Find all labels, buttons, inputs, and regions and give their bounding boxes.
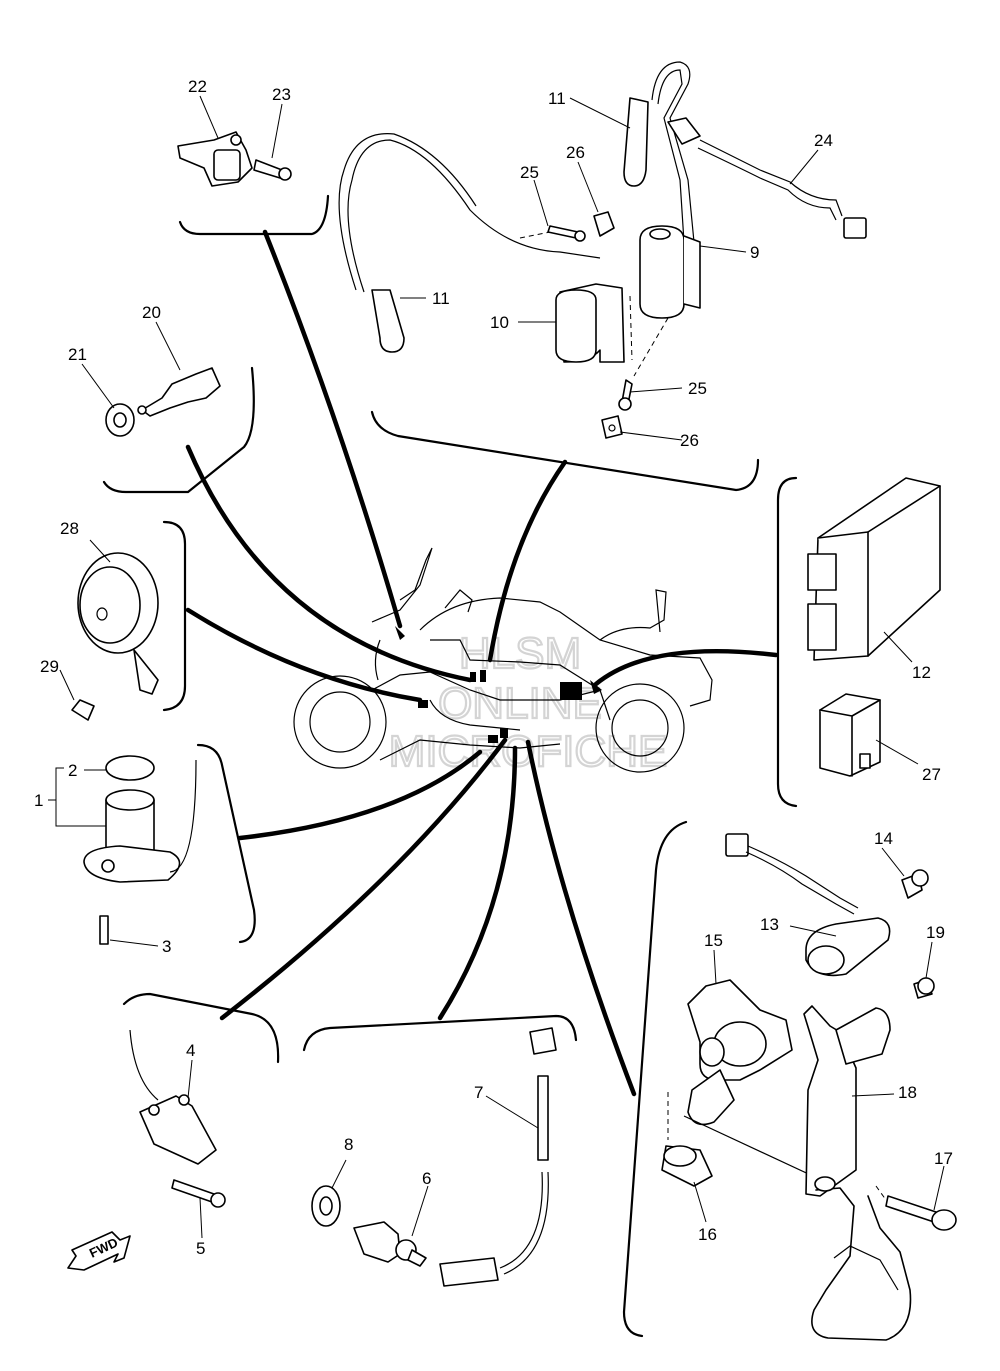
callout-27: 27 bbox=[922, 765, 941, 784]
relay-27 bbox=[819, 693, 881, 777]
bolt-19 bbox=[913, 977, 935, 999]
forward-arrow-icon: FWD bbox=[67, 1231, 131, 1271]
callout-10: 10 bbox=[490, 313, 509, 332]
callout-24: 24 bbox=[814, 131, 833, 150]
horn-28 bbox=[71, 552, 159, 721]
collar-16 bbox=[661, 1145, 713, 1187]
callout-leaders bbox=[48, 95, 945, 1239]
watermark: HLSM ONLINE MICROFICHE bbox=[388, 628, 669, 777]
callout-29: 29 bbox=[40, 657, 59, 676]
callout-21: 21 bbox=[68, 345, 87, 364]
callout-25-bottom: 25 bbox=[688, 379, 707, 398]
callout-18: 18 bbox=[898, 1083, 917, 1102]
sub-harness-24 bbox=[667, 117, 867, 239]
callout-13: 13 bbox=[760, 915, 779, 934]
callout-8: 8 bbox=[344, 1135, 353, 1154]
callout-3: 3 bbox=[162, 937, 171, 956]
bolt-17 bbox=[875, 1185, 957, 1231]
callout-16: 16 bbox=[698, 1225, 717, 1244]
callout-numbers: 22 23 20 21 11 11 10 25 26 24 9 25 26 28… bbox=[34, 77, 953, 1258]
nut-26-bottom bbox=[601, 415, 623, 439]
screw-25-bottom bbox=[618, 379, 633, 411]
callout-15: 15 bbox=[704, 931, 723, 950]
callout-1: 1 bbox=[34, 791, 43, 810]
callout-20: 20 bbox=[142, 303, 161, 322]
motorcycle-outline bbox=[293, 547, 713, 773]
bracket-18 bbox=[803, 1005, 912, 1341]
callout-28: 28 bbox=[60, 519, 79, 538]
callout-2: 2 bbox=[68, 761, 77, 780]
callout-14: 14 bbox=[874, 829, 893, 848]
callout-11-top: 11 bbox=[548, 89, 566, 108]
bracket-assembly-15 bbox=[667, 979, 831, 1185]
callout-17: 17 bbox=[934, 1149, 953, 1168]
pulser-4 bbox=[129, 1029, 226, 1208]
callout-4: 4 bbox=[186, 1041, 195, 1060]
leader-lines bbox=[185, 229, 779, 1097]
callout-11-left: 11 bbox=[432, 289, 450, 308]
ignition-coil-9 bbox=[633, 225, 701, 377]
callout-26-top: 26 bbox=[566, 143, 585, 162]
sensor-13 bbox=[725, 833, 929, 977]
callout-6: 6 bbox=[422, 1169, 431, 1188]
callout-12: 12 bbox=[912, 663, 931, 682]
hub-markers bbox=[395, 626, 602, 743]
watermark-line-1: HLSM bbox=[459, 629, 581, 678]
group-brackets bbox=[102, 194, 798, 1338]
sensor-6 bbox=[353, 1221, 427, 1267]
harness-7 bbox=[439, 1027, 557, 1287]
callout-9: 9 bbox=[750, 243, 759, 262]
nut-26-top bbox=[593, 211, 615, 237]
callout-23: 23 bbox=[272, 85, 291, 104]
switch-20 bbox=[105, 367, 221, 437]
screw-25-top bbox=[519, 225, 586, 242]
ecu-12 bbox=[807, 477, 941, 661]
callout-7: 7 bbox=[474, 1083, 483, 1102]
callout-19: 19 bbox=[926, 923, 945, 942]
sensor-1 bbox=[83, 755, 197, 945]
sensor-22 bbox=[177, 131, 292, 187]
callout-5: 5 bbox=[196, 1239, 205, 1258]
callout-26-bottom: 26 bbox=[680, 431, 699, 450]
callout-25-top: 25 bbox=[520, 163, 539, 182]
ignition-coil-10 bbox=[555, 283, 633, 363]
callout-22: 22 bbox=[188, 77, 207, 96]
plug-leads-11 bbox=[338, 61, 695, 353]
washer-8 bbox=[311, 1185, 341, 1227]
